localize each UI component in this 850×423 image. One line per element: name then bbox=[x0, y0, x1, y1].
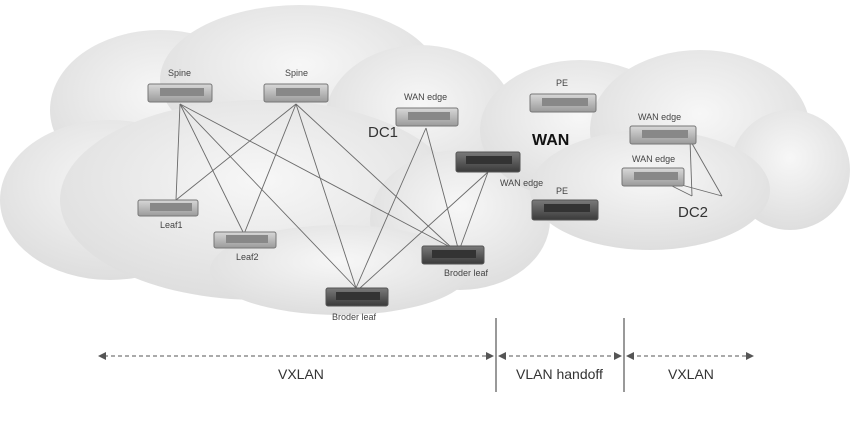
link-dc2-top bbox=[689, 139, 723, 197]
border-leaf-right-switch bbox=[421, 245, 485, 265]
dc2-label: DC2 bbox=[678, 204, 709, 221]
wan-label: WAN bbox=[532, 132, 570, 149]
dc1-label: DC1 bbox=[368, 124, 399, 141]
leaf2-switch bbox=[213, 231, 277, 249]
leaf1-label: Leaf1 bbox=[160, 220, 183, 230]
arrow-head-left-3 bbox=[626, 352, 634, 360]
wan-edge-label-dc1-top: WAN edge bbox=[404, 92, 448, 102]
pe-label-top: PE bbox=[556, 78, 569, 88]
wan-edge-label-dc2-bottom: WAN edge bbox=[632, 154, 676, 164]
arrow-head-left-1 bbox=[98, 352, 106, 360]
link-spine2-leaf2 bbox=[243, 103, 297, 235]
wan-edge-switch-dc1 bbox=[395, 107, 459, 127]
wan-edge-switch-dc1-dark bbox=[455, 151, 521, 173]
pe-switch-bottom bbox=[531, 199, 599, 221]
border-leaf-bottom-switch bbox=[325, 287, 389, 307]
leaf1-switch bbox=[137, 199, 199, 217]
spine-switch-1 bbox=[147, 83, 213, 103]
links bbox=[175, 103, 723, 289]
spine-switch-2 bbox=[263, 83, 329, 103]
border-leaf-label-right: Broder leaf bbox=[444, 268, 489, 278]
border-leaf-label-bottom: Broder leaf bbox=[332, 312, 377, 322]
dc2-cloud bbox=[480, 50, 850, 250]
link-wanedge-border-right bbox=[425, 127, 459, 249]
link-spine2-border-bottom bbox=[295, 103, 357, 289]
link-wanedge-border-bottom bbox=[355, 127, 427, 289]
link-spine2-border-right bbox=[295, 103, 453, 249]
link-wanedge2-border-bottom bbox=[359, 171, 489, 289]
link-spine1-border-bottom bbox=[179, 103, 357, 289]
switches bbox=[137, 83, 697, 307]
vxlan-right-label: VXLAN bbox=[668, 366, 714, 382]
pe-switch-top bbox=[529, 93, 597, 113]
vlan-handoff-label: VLAN handoff bbox=[516, 366, 603, 382]
link-spine2-leaf1 bbox=[175, 103, 297, 201]
span-markers bbox=[104, 318, 748, 392]
arrow-head-right-3 bbox=[746, 352, 754, 360]
wan-edge-switch-dc2-top bbox=[629, 125, 697, 145]
link-spine1-border-right bbox=[179, 103, 453, 249]
arrow-head-left-2 bbox=[498, 352, 506, 360]
vxlan-left-label: VXLAN bbox=[278, 366, 324, 382]
link-wanedge2-border-right bbox=[459, 171, 489, 249]
dc1-cloud bbox=[0, 5, 550, 315]
arrow-heads bbox=[98, 352, 754, 360]
link-spine1-leaf2 bbox=[179, 103, 245, 235]
spine-label-2: Spine bbox=[285, 68, 309, 78]
arrow-head-right-1 bbox=[486, 352, 494, 360]
wan-edge-label-dc1-mid: WAN edge bbox=[500, 178, 544, 188]
pe-label-bottom: PE bbox=[556, 186, 569, 196]
arrow-head-right-2 bbox=[614, 352, 622, 360]
wan-edge-label-dc2-top: WAN edge bbox=[638, 112, 682, 122]
link-spine1-leaf1 bbox=[175, 103, 181, 201]
wan-edge-switch-dc2-bottom bbox=[621, 167, 685, 187]
link-dc2-top-b bbox=[689, 139, 693, 197]
leaf2-label: Leaf2 bbox=[236, 252, 259, 262]
spine-label-1: Spine bbox=[168, 68, 192, 78]
